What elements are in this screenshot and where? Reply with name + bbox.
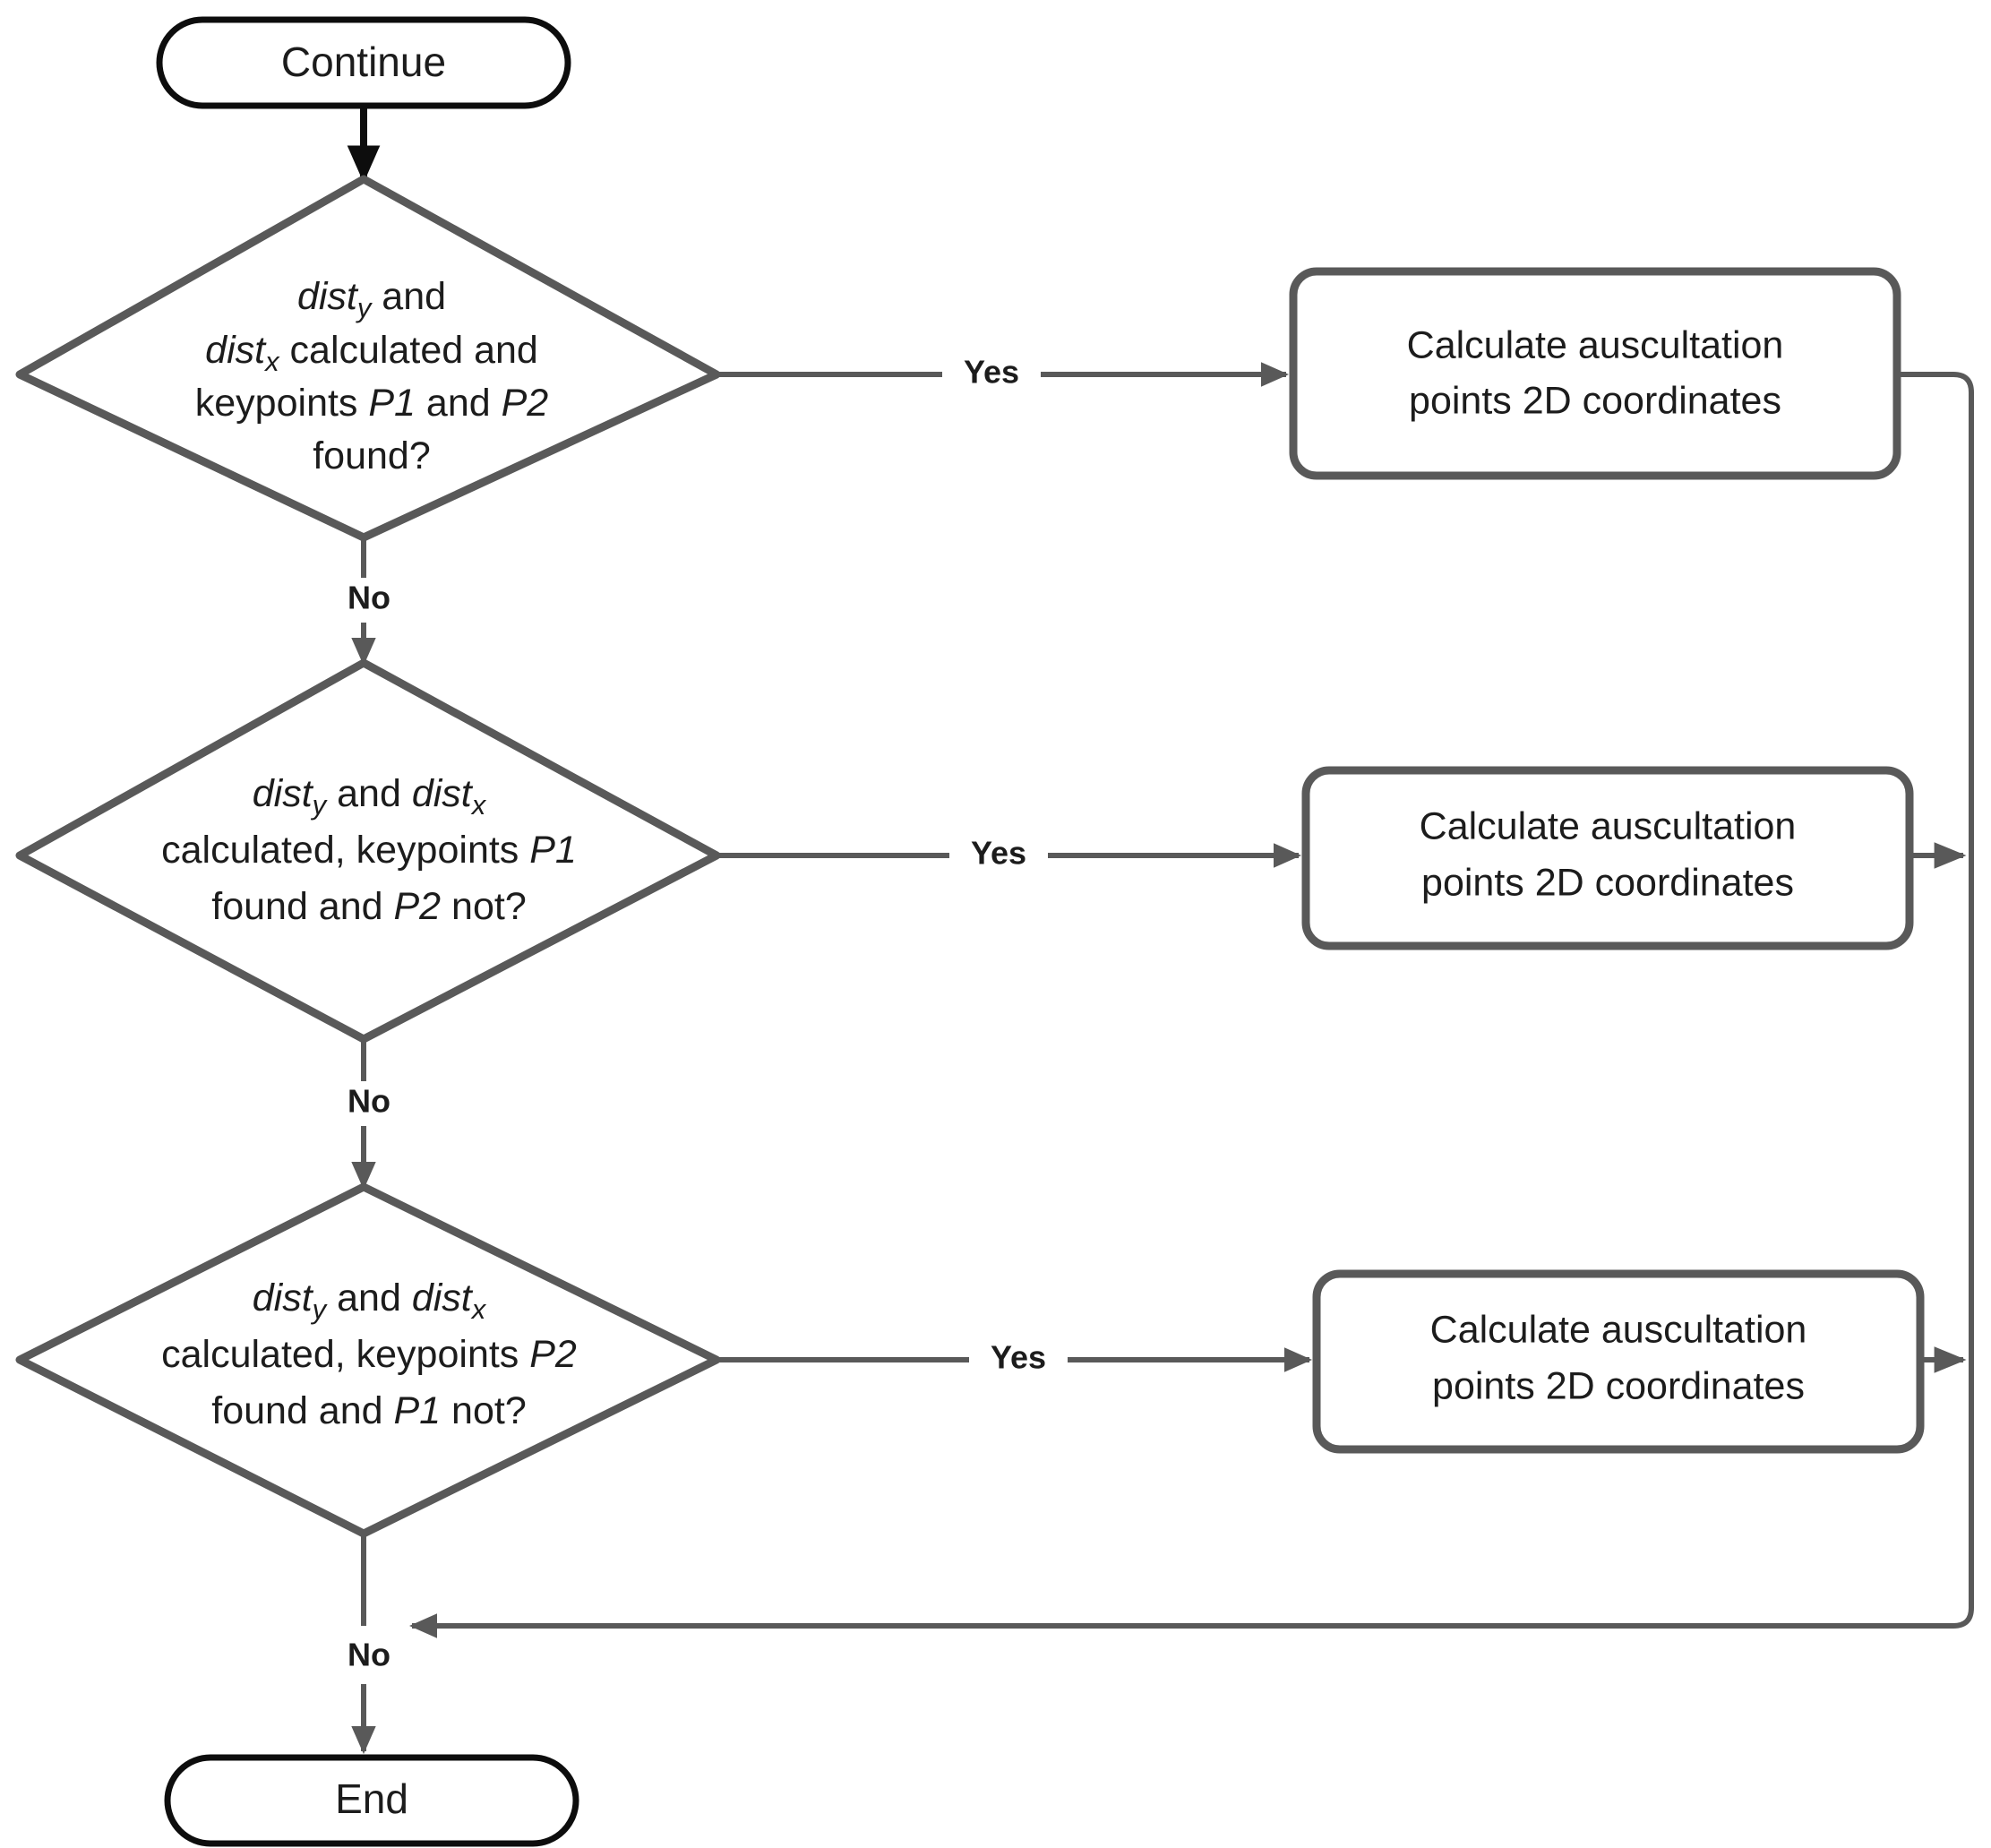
edge-label-no3-bg	[324, 1635, 407, 1680]
node-decision1-line3: keypoints P1 and P2	[195, 382, 549, 425]
node-decision1-line4: found?	[313, 434, 431, 477]
node-process2-shape	[1301, 766, 1914, 950]
node-decision1-shape	[15, 175, 721, 542]
node-process3-line2: points 2D coordinates	[1432, 1364, 1805, 1407]
node-start-label: Continue	[281, 39, 446, 85]
edge-label-yes2-group: Yes	[949, 832, 1048, 879]
edge-label-yes3-bg	[969, 1337, 1068, 1383]
edge-label-no2-bg	[324, 1081, 407, 1126]
node-process1-line1: Calculate auscultation	[1407, 323, 1784, 366]
node-process3[interactable]: Calculate auscultation points 2D coordin…	[1312, 1269, 1925, 1454]
edge-label-no2-group: No	[324, 1081, 407, 1126]
node-decision2-line2: calculated, keypoints P1	[161, 829, 577, 872]
edge-label-no1-group: No	[324, 578, 407, 623]
edge-process1-to-merge-trunk	[408, 372, 1974, 1638]
node-decision3-shape	[15, 1182, 721, 1538]
node-process2-line1: Calculate auscultation	[1420, 804, 1797, 847]
edge-label-yes1-group: Yes	[942, 351, 1041, 398]
edge-label-no3-group: No	[324, 1635, 407, 1680]
edge-label-yes3: Yes	[991, 1339, 1046, 1376]
node-process1-line2: points 2D coordinates	[1409, 379, 1781, 422]
edge-label-no3: No	[348, 1637, 390, 1673]
node-decision2[interactable]: disty and distx calculated, keypoints P1…	[15, 658, 721, 1044]
node-end-label: End	[335, 1775, 408, 1822]
node-decision2-line1: disty and distx	[253, 772, 487, 821]
edge-label-no1: No	[348, 580, 390, 616]
node-decision3[interactable]: disty and distx calculated, keypoints P2…	[15, 1182, 721, 1538]
node-process1[interactable]: Calculate auscultation points 2D coordin…	[1289, 267, 1901, 480]
edge-label-yes2-bg	[949, 832, 1048, 879]
edge-label-no1-bg	[324, 578, 407, 623]
node-process3-line1: Calculate auscultation	[1430, 1308, 1807, 1351]
node-start-shape	[156, 16, 571, 109]
edge-label-yes1: Yes	[964, 354, 1019, 391]
node-decision1-line1: disty and	[297, 275, 446, 323]
edge-label-yes3-group: Yes	[969, 1337, 1068, 1383]
node-end-shape	[164, 1754, 579, 1847]
node-decision3-line2: calculated, keypoints P2	[161, 1333, 577, 1376]
node-decision1[interactable]: disty and distx calculated and keypoints…	[15, 175, 721, 542]
node-start[interactable]: Continue	[156, 16, 571, 109]
node-decision2-shape	[15, 658, 721, 1044]
node-end[interactable]: End	[164, 1754, 579, 1847]
node-decision3-line1: disty and distx	[253, 1276, 487, 1325]
node-process2[interactable]: Calculate auscultation points 2D coordin…	[1301, 766, 1914, 950]
node-decision2-line3: found and P2 not?	[211, 885, 527, 928]
node-decision1-line2: distx calculated and	[205, 329, 538, 377]
node-process3-shape	[1312, 1269, 1925, 1454]
node-process1-shape	[1289, 267, 1901, 480]
node-decision3-line3: found and P1 not?	[211, 1389, 527, 1432]
edge-label-no2: No	[348, 1083, 390, 1120]
edge-label-yes1-bg	[942, 351, 1041, 398]
edge-label-yes2: Yes	[971, 835, 1026, 872]
node-process2-line2: points 2D coordinates	[1421, 861, 1794, 904]
